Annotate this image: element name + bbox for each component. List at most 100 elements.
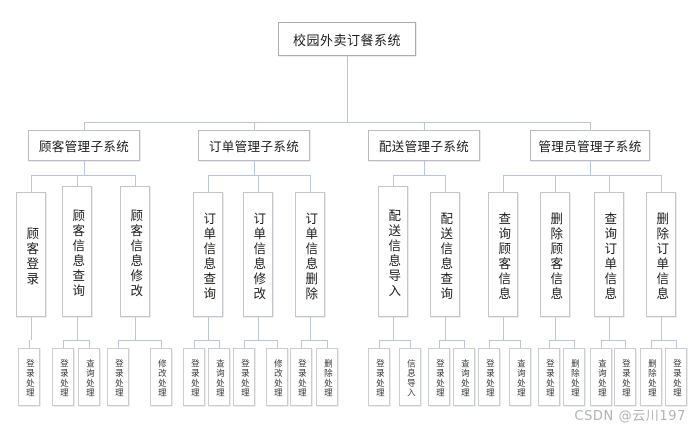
connector-line [439, 340, 440, 348]
connector-line [301, 340, 302, 348]
connector-line [651, 340, 652, 348]
connector-line [609, 317, 610, 340]
connector-line [89, 340, 90, 348]
leaf-l20: 查询处理 [590, 348, 612, 406]
connector-line [393, 175, 394, 186]
leaf-l14-label: 登录处理 [434, 359, 445, 398]
leaf-l19: 删除处理 [563, 348, 585, 406]
module-m5: 订单信息修改 [243, 192, 273, 317]
connector-line [244, 340, 245, 348]
leaf-l6: 登录处理 [183, 348, 205, 406]
connector-line [77, 317, 78, 340]
connector-line [625, 340, 626, 348]
connector-line [254, 122, 255, 130]
root-node: 校园外卖订餐系统 [278, 22, 416, 56]
leaf-l16: 登录处理 [478, 348, 500, 406]
module-m1-label: 顾客登录 [24, 226, 40, 287]
module-m4: 订单信息查询 [193, 192, 223, 317]
subsystem-delivery: 配送管理子系统 [368, 130, 480, 161]
module-m9: 查询顾客信息 [488, 192, 518, 317]
leaf-l3: 查询处理 [78, 348, 100, 406]
subsystem-customer: 顾客管理子系统 [28, 130, 140, 161]
connector-line [555, 317, 556, 340]
leaf-l8: 登录处理 [233, 348, 255, 406]
leaf-l14: 登录处理 [428, 348, 450, 406]
connector-line [503, 175, 661, 176]
connector-line [208, 317, 209, 340]
connector-line [194, 340, 195, 348]
leaf-l6-label: 登录处理 [189, 359, 200, 398]
connector-line [555, 175, 556, 192]
leaf-l4-label: 登录处理 [113, 359, 124, 398]
connector-line [520, 340, 521, 348]
connector-line [549, 340, 550, 348]
connector-line [63, 340, 64, 348]
module-m1: 顾客登录 [16, 192, 46, 317]
connector-line [609, 175, 610, 192]
root-node-label: 校园外卖订餐系统 [292, 33, 401, 49]
connector-line [601, 340, 625, 341]
leaf-l9: 修改处理 [266, 348, 288, 406]
connector-line [393, 317, 394, 340]
connector-line [651, 340, 676, 341]
module-m6: 订单信息删除 [295, 192, 325, 317]
connector-line [661, 175, 662, 192]
module-m7: 配送信息导入 [378, 186, 408, 317]
connector-line [439, 340, 464, 341]
connector-line [590, 161, 591, 175]
leaf-l23: 登录处理 [665, 348, 687, 406]
connector-line [258, 317, 259, 340]
leaf-l15: 查询处理 [453, 348, 475, 406]
leaf-l21-label: 登录处理 [620, 359, 631, 398]
connector-line [135, 175, 136, 186]
connector-line [393, 175, 445, 176]
leaf-l22: 删除处理 [640, 348, 662, 406]
leaf-l17: 查询处理 [509, 348, 531, 406]
connector-line [84, 122, 590, 123]
connector-line [31, 175, 135, 176]
connector-line [590, 122, 591, 130]
leaf-l21: 登录处理 [614, 348, 636, 406]
connector-line [194, 340, 219, 341]
connector-line [118, 340, 119, 348]
subsystem-order-label: 订单管理子系统 [208, 139, 300, 154]
connector-line [503, 317, 504, 340]
leaf-l5-label: 修改处理 [156, 359, 167, 398]
connector-line [84, 122, 85, 130]
csdn-watermark: CSDN @云川197 [574, 409, 686, 424]
module-m8-label: 配送信息查询 [438, 211, 454, 302]
connector-line [219, 340, 220, 348]
connector-line [244, 340, 277, 341]
connector-line [347, 56, 348, 122]
connector-line [208, 175, 310, 176]
leaf-l15-label: 查询处理 [459, 359, 470, 398]
connector-line [31, 317, 32, 340]
subsystem-customer-label: 顾客管理子系统 [38, 139, 130, 154]
connector-line [379, 340, 380, 348]
connector-line [63, 340, 89, 341]
connector-line [118, 340, 161, 341]
connector-line [327, 340, 328, 348]
module-m11-label: 查询订单信息 [602, 211, 618, 302]
leaf-l5: 修改处理 [150, 348, 172, 406]
leaf-l12: 登录处理 [368, 348, 390, 406]
connector-line [29, 340, 30, 348]
connector-line [424, 161, 425, 175]
module-m2-label: 顾客信息查询 [70, 208, 86, 299]
leaf-l9-label: 修改处理 [272, 359, 283, 398]
connector-line [161, 340, 162, 348]
leaf-l3-label: 查询处理 [84, 359, 95, 398]
leaf-l12-label: 登录处理 [374, 359, 385, 398]
connector-line [661, 317, 662, 340]
leaf-l2-label: 登录处理 [58, 359, 69, 398]
connector-line [258, 175, 259, 192]
leaf-l7: 查询处理 [208, 348, 230, 406]
leaf-l17-label: 查询处理 [515, 359, 526, 398]
leaf-l23-label: 登录处理 [671, 359, 682, 398]
connector-line [424, 122, 425, 130]
module-m12-label: 删除订单信息 [654, 211, 670, 302]
leaf-l2: 登录处理 [52, 348, 74, 406]
connector-line [464, 340, 465, 348]
connector-line [549, 340, 574, 341]
